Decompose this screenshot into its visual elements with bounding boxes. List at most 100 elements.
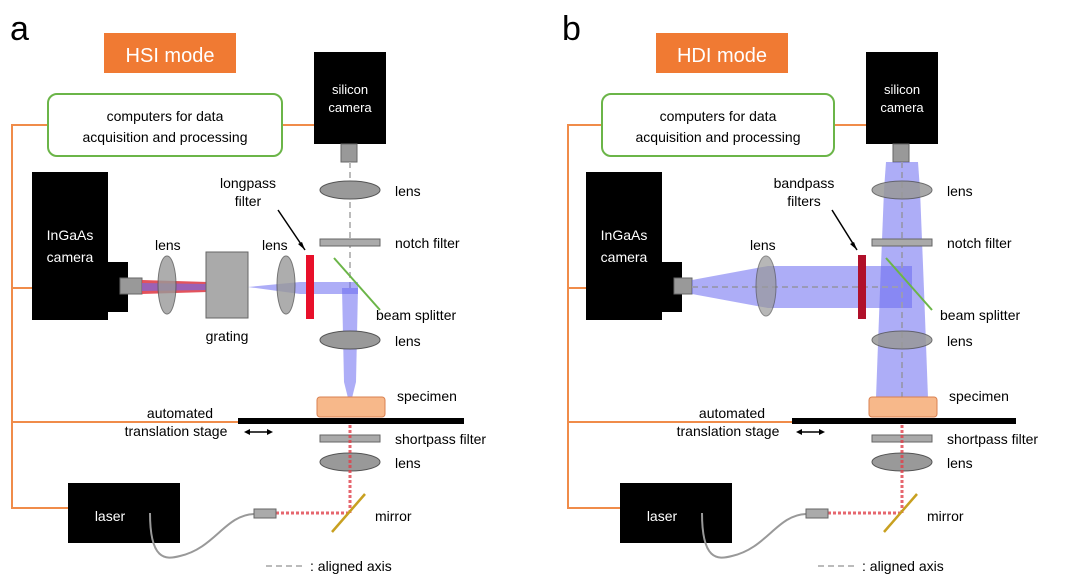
stage-label-line1: automated: [147, 405, 213, 421]
panel-hsi: a HSI mode computers for data acquisitio…: [10, 10, 486, 574]
laser: [620, 483, 732, 543]
specimen: [316, 396, 386, 418]
specimen-label: specimen: [949, 388, 1009, 404]
stage-arrow-right: [819, 429, 825, 435]
mode-badge: [104, 33, 236, 73]
silicon-camera-label-line2: camera: [880, 100, 924, 115]
ingaas-camera: [586, 172, 662, 320]
bandpass-filter-label-line2: filters: [787, 193, 820, 209]
mirror: [331, 493, 366, 533]
lens-laser-label: lens: [947, 455, 973, 471]
optical-fiber: [149, 512, 255, 559]
silicon-camera-label-line1: silicon: [332, 82, 368, 97]
computers-label-line2: acquisition and processing: [636, 129, 801, 145]
silicon-camera-port: [892, 143, 910, 163]
computers-label-line1: computers for data: [660, 108, 777, 124]
lens-mid: [276, 255, 296, 315]
lens-left-label: lens: [155, 237, 181, 253]
notch-filter: [871, 238, 933, 247]
optical-fiber: [701, 512, 807, 559]
panel-letter: a: [10, 10, 29, 48]
computers-label-line1: computers for data: [107, 108, 224, 124]
silicon-camera: [866, 52, 938, 144]
fiber-collimator: [253, 508, 277, 519]
laser-label: laser: [95, 508, 126, 524]
lens-top: [871, 180, 933, 200]
beam-splitter: [333, 257, 381, 311]
longpass-filter-label-line1: longpass: [220, 175, 276, 191]
beam-splitter-label: beam splitter: [940, 307, 1020, 323]
mode-badge-label: HDI mode: [677, 45, 767, 67]
lens-laser-label: lens: [395, 455, 421, 471]
longpass-filter-label-line2: filter: [235, 193, 262, 209]
mirror-label: mirror: [375, 508, 412, 524]
bandpass-filter: [858, 255, 866, 319]
lens-left-label: lens: [750, 237, 776, 253]
notch-filter-label: notch filter: [395, 235, 460, 251]
lens-top-label: lens: [395, 183, 421, 199]
lens-bottom: [319, 330, 381, 350]
control-wiring: [567, 124, 866, 509]
bandpass-filter-label-line1: bandpass: [774, 175, 835, 191]
lens-left: [157, 255, 177, 315]
control-wiring: [11, 124, 316, 509]
beam-splitter-label: beam splitter: [376, 307, 456, 323]
fiber-collimator: [805, 508, 829, 519]
lens-mid-label: lens: [947, 333, 973, 349]
stage-label-line1: automated: [699, 405, 765, 421]
laser-label: laser: [647, 508, 678, 524]
ingaas-camera-label-line1: InGaAs: [601, 227, 648, 243]
translation-stage: [792, 418, 1016, 424]
mode-badge-label: HSI mode: [126, 45, 215, 67]
stage-arrow-left: [244, 429, 250, 435]
notch-filter: [319, 238, 381, 247]
aligned-axis-legend-label: : aligned axis: [310, 558, 392, 574]
notch-filter-label: notch filter: [947, 235, 1012, 251]
lens-top: [319, 180, 381, 200]
silicon-camera-label-line1: silicon: [884, 82, 920, 97]
ingaas-camera-label-line2: camera: [47, 249, 94, 265]
silicon-camera: [314, 52, 386, 144]
panel-letter: b: [562, 10, 581, 48]
mode-badge: [656, 33, 788, 73]
lens-mid-label: lens: [262, 237, 288, 253]
grating-label: grating: [206, 328, 249, 344]
stage-arrow-right: [267, 429, 273, 435]
horizontal-beam: [248, 282, 358, 294]
translation-stage: [238, 418, 464, 424]
specimen: [868, 396, 938, 418]
computers-box: [601, 93, 835, 157]
ingaas-camera-label-line2: camera: [601, 249, 648, 265]
longpass-filter: [306, 255, 314, 319]
ingaas-camera-body: [108, 262, 128, 312]
beam-splitter: [885, 257, 933, 311]
stage-label-line2: translation stage: [677, 423, 780, 439]
ingaas-camera-label-line1: InGaAs: [47, 227, 94, 243]
silicon-camera-port: [340, 143, 358, 163]
stage-arrow-left: [796, 429, 802, 435]
silicon-camera-label-line2: camera: [328, 100, 372, 115]
stage-label-line2: translation stage: [125, 423, 228, 439]
mirror: [883, 493, 918, 533]
specimen-label: specimen: [397, 388, 457, 404]
panel-hdi: b HDI mode computers for data acquisitio…: [562, 10, 1038, 574]
aligned-axis-legend-label: : aligned axis: [862, 558, 944, 574]
lens-mid: [871, 330, 933, 350]
computers-box: [47, 93, 283, 157]
lens-left: [755, 255, 777, 317]
grating: [205, 251, 249, 319]
ingaas-camera-body: [662, 262, 682, 312]
shortpass-filter-label: shortpass filter: [395, 431, 486, 447]
ingaas-camera-port: [119, 277, 143, 295]
ingaas-camera: [32, 172, 108, 320]
pointer-arrowhead: [850, 242, 857, 250]
laser: [68, 483, 180, 543]
shortpass-filter-label: shortpass filter: [947, 431, 1038, 447]
lens-bottom-label: lens: [395, 333, 421, 349]
ingaas-camera-port: [673, 277, 693, 295]
pointer-arrowhead: [298, 242, 305, 250]
lens-top-label: lens: [947, 183, 973, 199]
mirror-label: mirror: [927, 508, 964, 524]
computers-label-line2: acquisition and processing: [83, 129, 248, 145]
